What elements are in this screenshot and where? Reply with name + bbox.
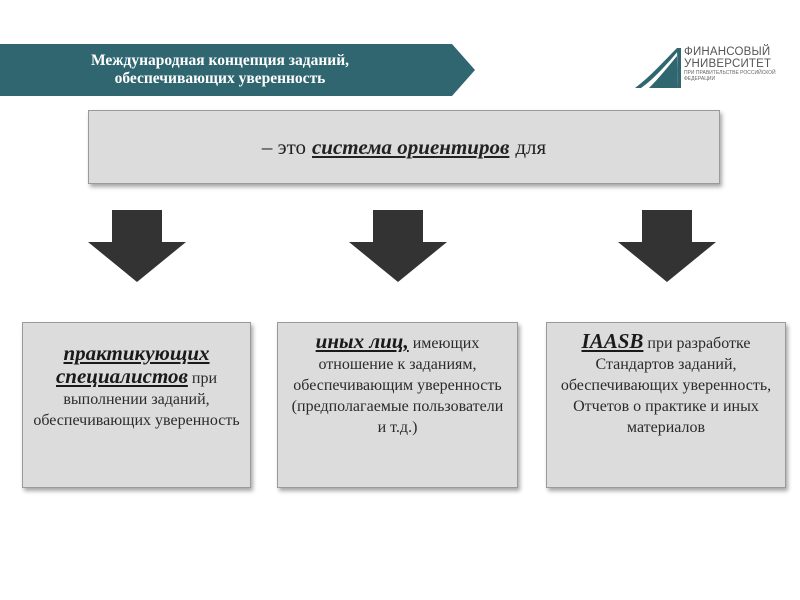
university-logo: ФИНАНСОВЫЙ УНИВЕРСИТЕТ ПРИ ПРАВИТЕЛЬСТВЕ… [633, 46, 788, 90]
definition-emphasis: система ориентиров [311, 134, 510, 159]
iaasb-box: IAASB при разработке Стандартов заданий,… [546, 322, 786, 488]
other-parties-highlight: иных лиц, [315, 329, 409, 353]
definition-box: – это система ориентиров для [88, 110, 720, 184]
definition-prefix: – это [261, 134, 306, 159]
down-arrow-icon [88, 210, 186, 282]
page-title: Международная концепция заданий, обеспеч… [0, 44, 440, 96]
iaasb-text: при разработке Стандартов заданий, обесп… [560, 335, 772, 436]
down-arrow-icon [618, 210, 716, 282]
definition-suffix: для [515, 134, 547, 159]
down-arrow-icon [349, 210, 447, 282]
logo-emblem-icon [635, 48, 681, 88]
banner-shape [0, 44, 475, 96]
other-parties-text: имеющих отношение к заданиям, обеспечива… [291, 335, 504, 436]
title-line-1: Международная концепция заданий, [90, 52, 350, 69]
title-banner: Международная концепция заданий, обеспеч… [0, 44, 475, 96]
practitioners-box: практикующих специалистов при выполнении… [22, 322, 251, 488]
logo-small-line: ПРИ ПРАВИТЕЛЬСТВЕ РОССИЙСКОЙ ФЕДЕРАЦИИ [684, 70, 776, 82]
practitioners-highlight: практикующих специалистов [55, 341, 210, 388]
logo-line-2: УНИВЕРСИТЕТ [684, 58, 772, 70]
other-parties-box: иных лиц, имеющих отношение к заданиям, … [277, 322, 518, 488]
logo-line-1: ФИНАНСОВЫЙ [684, 46, 771, 58]
iaasb-highlight: IAASB [581, 329, 644, 353]
practitioners-text: при выполнении заданий, обеспечивающих у… [33, 370, 240, 429]
title-line-2: обеспечивающих уверенность [114, 70, 326, 87]
logo-text: ФИНАНСОВЫЙ УНИВЕРСИТЕТ ПРИ ПРАВИТЕЛЬСТВЕ… [684, 46, 788, 82]
